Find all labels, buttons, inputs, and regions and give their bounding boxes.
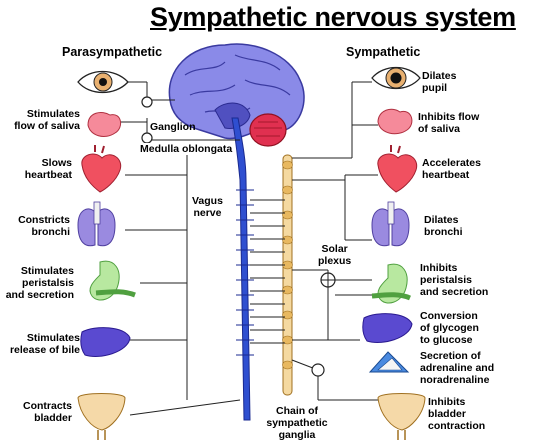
label-text: Inhibits bladder contraction (428, 396, 486, 432)
label-conversion-glycogen: Conversion of glycogen to glucose (420, 310, 479, 346)
label-text: Slows heartbeat (24, 157, 72, 181)
right-salivary-gland (377, 108, 413, 135)
label-text: Inhibits peristalsis and secretion (420, 262, 489, 298)
label-accelerates-heartbeat: Accelerates heartbeat (422, 157, 481, 181)
label-text: Stimulates peristalsis and secretion (5, 265, 74, 301)
label-text: Dilates pupil (422, 70, 457, 94)
left-bladder (77, 393, 126, 440)
left-liver (80, 327, 131, 357)
right-stomach (371, 263, 411, 304)
left-stomach (89, 260, 136, 301)
label-chain-ganglia: Chain of sympathetic ganglia (266, 405, 328, 441)
label-text: Inhibits flow of saliva (418, 111, 480, 135)
label-dilates-pupil: Dilates pupil (422, 70, 456, 94)
ganglion-circles (141, 96, 336, 377)
label-solar-plexus: Solar plexus (318, 243, 352, 267)
label-stimulates-peristalsis: Stimulates peristalsis and secretion (6, 265, 74, 301)
left-eye (77, 70, 129, 94)
label-inhibits-peristalsis: Inhibits peristalsis and secretion (420, 262, 488, 298)
label-text: Secretion of adrenaline and noradrenalin… (420, 350, 495, 386)
label-ganglion: Ganglion (150, 121, 196, 133)
header-sympathetic: Sympathetic (346, 45, 421, 59)
spinal-nerve-ticks (236, 189, 254, 356)
label-medulla-oblongata: Medulla oblongata (140, 143, 233, 155)
label-text: Dilates bronchi (424, 214, 463, 238)
label-slows-heartbeat: Slows heartbeat (25, 157, 72, 181)
chain-ganglia (282, 160, 293, 370)
label-stimulates-bile: Stimulates release of bile (10, 332, 80, 356)
right-lungs (371, 201, 410, 247)
label-constricts-bronchi: Constricts bronchi (18, 214, 70, 238)
label-stimulates-saliva: Stimulates flow of saliva (14, 108, 80, 132)
label-inhibits-bladder: Inhibits bladder contraction (428, 396, 485, 432)
spinal-cord (231, 117, 251, 421)
brain (168, 43, 305, 147)
label-text: Stimulates release of bile (9, 332, 80, 356)
label-text: Constricts bronchi (18, 214, 70, 238)
label-vagus-nerve: Vagus nerve (192, 195, 223, 219)
left-heart (81, 145, 122, 193)
label-secretion-adrenaline: Secretion of adrenaline and noradrenalin… (420, 350, 494, 386)
diagram-title: Sympathetic nervous system (150, 2, 516, 32)
label-text: Conversion of glycogen to glucose (420, 310, 479, 346)
right-heart (377, 145, 418, 193)
left-salivary-gland (87, 112, 122, 137)
right-eye (371, 66, 421, 90)
header-parasympathetic: Parasympathetic (62, 45, 163, 59)
left-lungs (77, 201, 116, 247)
label-text: Contracts bladder (22, 400, 72, 424)
label-dilates-bronchi: Dilates bronchi (424, 214, 463, 238)
right-bladder (377, 393, 426, 440)
label-text: Accelerates heartbeat (422, 157, 481, 181)
right-liver (362, 313, 413, 343)
label-inhibits-saliva: Inhibits flow of saliva (418, 111, 479, 135)
label-text: Stimulates flow of saliva (14, 108, 80, 132)
right-adrenal (368, 351, 410, 373)
label-contracts-bladder: Contracts bladder (23, 400, 72, 424)
